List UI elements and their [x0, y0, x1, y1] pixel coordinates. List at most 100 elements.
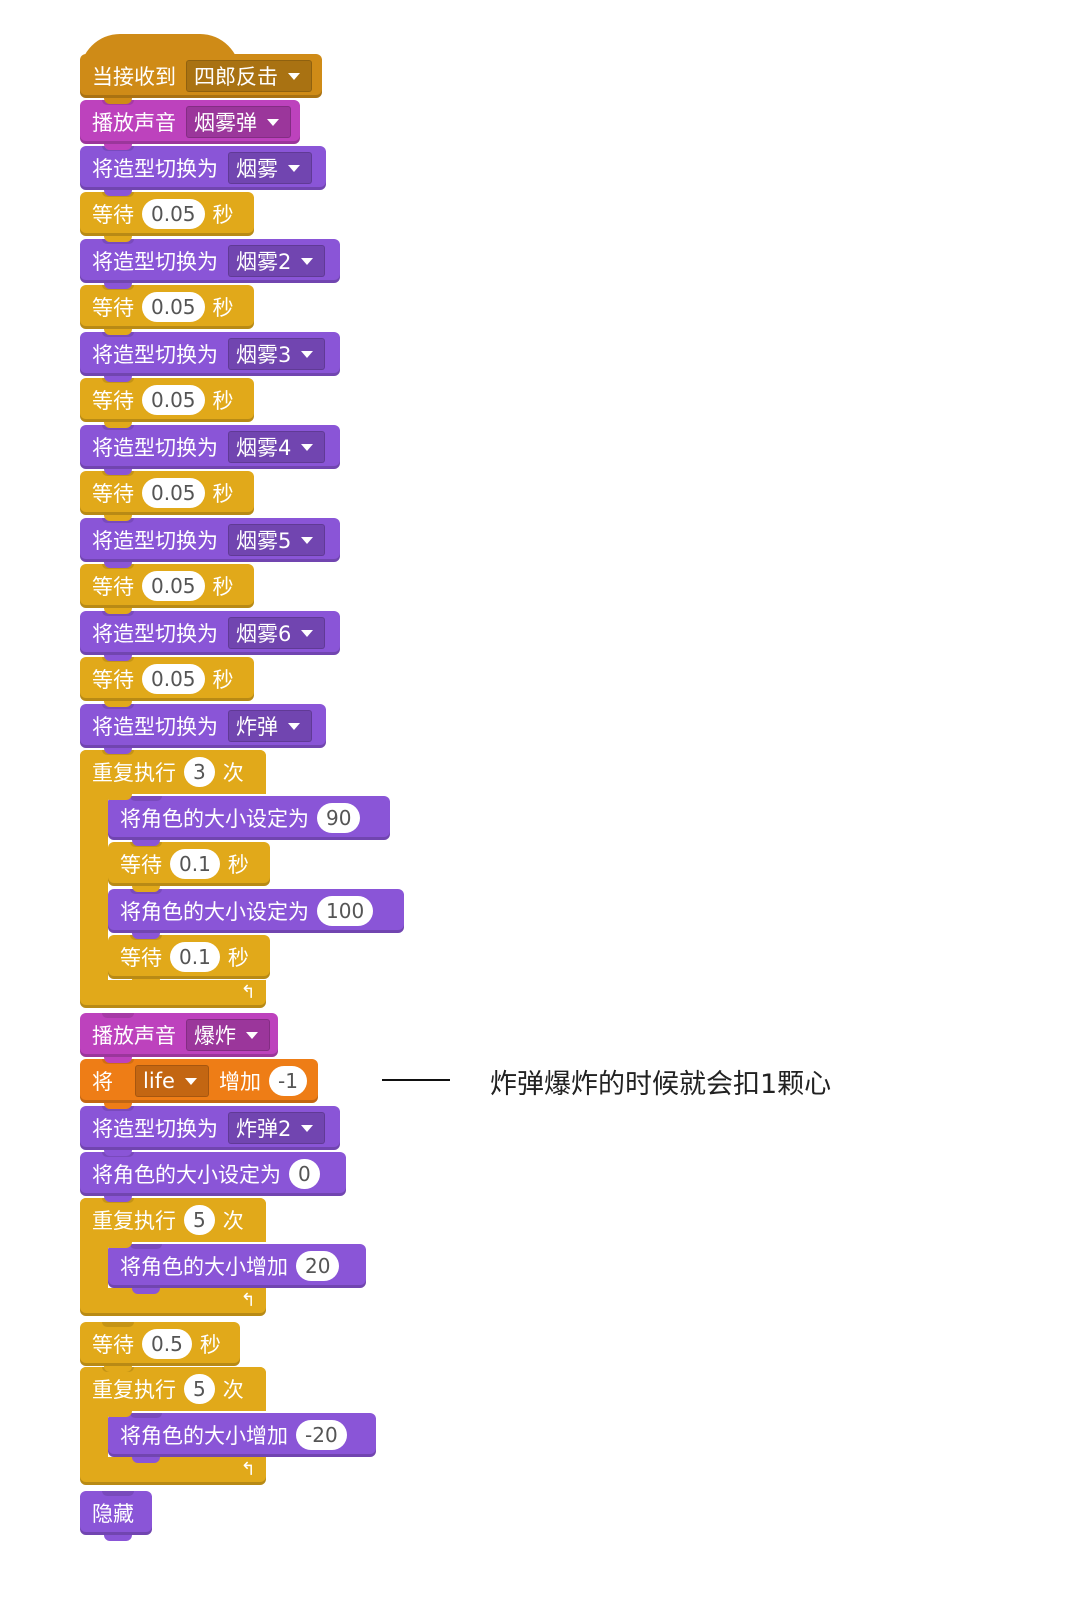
- wait-block[interactable]: 等待 0.05 秒: [80, 657, 254, 707]
- size-input[interactable]: 100: [317, 896, 374, 926]
- wait-seconds-input[interactable]: 0.05: [142, 478, 205, 508]
- repeat-header[interactable]: 重复执行 3 次: [80, 750, 266, 800]
- repeat-header[interactable]: 重复执行 5 次: [80, 1367, 266, 1417]
- wait-block[interactable]: 等待 0.05 秒: [80, 285, 254, 335]
- switch-costume-block[interactable]: 将造型切换为 烟雾5: [80, 518, 340, 568]
- set-size-block[interactable]: 将角色的大小设定为 0: [80, 1152, 346, 1202]
- message-dropdown[interactable]: 四郎反击: [186, 60, 312, 92]
- wait-seconds-input[interactable]: 0.5: [142, 1329, 192, 1359]
- dropdown-arrow-icon: [184, 1077, 197, 1085]
- switch-costume-label: 将造型切换为: [92, 157, 218, 181]
- dropdown-arrow-icon: [288, 722, 300, 730]
- costume-dropdown[interactable]: 烟雾4: [228, 431, 326, 463]
- change-prefix-label: 将: [92, 1070, 113, 1094]
- wait-seconds-input[interactable]: 0.05: [142, 664, 205, 694]
- switch-costume-label: 将造型切换为: [92, 343, 218, 367]
- wait-block[interactable]: 等待 0.05 秒: [80, 378, 254, 428]
- change-size-block[interactable]: 将角色的大小增加 -20: [108, 1413, 376, 1463]
- switch-costume-block[interactable]: 将造型切换为 烟雾6: [80, 611, 340, 661]
- switch-costume-block[interactable]: 将造型切换为 烟雾4: [80, 425, 340, 475]
- costume-dropdown[interactable]: 烟雾3: [228, 338, 326, 370]
- play-sound-block[interactable]: 播放声音 烟雾弹: [80, 100, 300, 150]
- size-change-input[interactable]: 20: [296, 1251, 340, 1281]
- play-sound-block[interactable]: 播放声音 爆炸: [80, 1013, 278, 1063]
- switch-costume-label: 将造型切换为: [92, 1117, 218, 1141]
- set-size-block[interactable]: 将角色的大小设定为 100: [108, 889, 404, 939]
- costume-value: 烟雾2: [236, 250, 292, 274]
- message-value: 四郎反击: [194, 65, 278, 89]
- dropdown-arrow-icon: [246, 1031, 258, 1039]
- dropdown-arrow-icon: [267, 118, 279, 126]
- times-label: 次: [222, 1209, 244, 1233]
- times-label: 次: [222, 761, 244, 785]
- change-size-label: 将角色的大小增加: [120, 1424, 288, 1448]
- costume-dropdown[interactable]: 烟雾2: [228, 245, 326, 277]
- size-input[interactable]: 90: [317, 803, 361, 833]
- costume-dropdown[interactable]: 烟雾5: [228, 524, 326, 556]
- switch-costume-block[interactable]: 将造型切换为 烟雾: [80, 146, 326, 196]
- variable-dropdown[interactable]: life: [135, 1065, 209, 1097]
- change-size-block[interactable]: 将角色的大小增加 20: [108, 1244, 366, 1294]
- change-value-input[interactable]: -1: [268, 1066, 307, 1096]
- costume-dropdown[interactable]: 炸弹: [228, 710, 312, 742]
- sound-dropdown[interactable]: 爆炸: [186, 1019, 270, 1051]
- switch-costume-block[interactable]: 将造型切换为 烟雾3: [80, 332, 340, 382]
- wait-seconds-input[interactable]: 0.05: [142, 199, 205, 229]
- switch-costume-block[interactable]: 将造型切换为 炸弹: [80, 704, 326, 754]
- sound-value: 爆炸: [194, 1024, 236, 1048]
- when-receive-block[interactable]: 当接收到 四郎反击: [80, 54, 322, 104]
- hide-block[interactable]: 隐藏: [80, 1491, 152, 1541]
- wait-label: 等待: [92, 1333, 134, 1357]
- wait-seconds-input[interactable]: 0.1: [170, 942, 220, 972]
- wait-block[interactable]: 等待 0.05 秒: [80, 471, 254, 521]
- wait-label: 等待: [92, 296, 134, 320]
- wait-seconds-input[interactable]: 0.05: [142, 292, 205, 322]
- repeat-header[interactable]: 重复执行 5 次: [80, 1198, 266, 1248]
- repeat-label: 重复执行: [92, 761, 176, 785]
- loop-return-icon: ↰: [240, 1459, 256, 1480]
- dropdown-arrow-icon: [288, 72, 300, 80]
- repeat-times-input[interactable]: 5: [184, 1205, 215, 1235]
- wait-seconds-input[interactable]: 0.05: [142, 385, 205, 415]
- wait-block[interactable]: 等待 0.05 秒: [80, 192, 254, 242]
- variable-value: life: [143, 1069, 175, 1093]
- wait-seconds-input[interactable]: 0.05: [142, 571, 205, 601]
- repeat-times-input[interactable]: 3: [184, 757, 215, 787]
- seconds-label: 秒: [212, 203, 234, 227]
- wait-block[interactable]: 等待 0.05 秒: [80, 564, 254, 614]
- set-size-block[interactable]: 将角色的大小设定为 90: [108, 796, 390, 846]
- costume-dropdown[interactable]: 烟雾6: [228, 617, 326, 649]
- seconds-label: 秒: [212, 389, 234, 413]
- size-change-input[interactable]: -20: [296, 1420, 347, 1450]
- sound-dropdown[interactable]: 烟雾弹: [186, 106, 291, 138]
- wait-label: 等待: [92, 668, 134, 692]
- wait-block[interactable]: 等待 0.1 秒: [108, 842, 270, 892]
- size-input[interactable]: 0: [289, 1159, 320, 1189]
- dropdown-arrow-icon: [301, 257, 314, 265]
- repeat-times-input[interactable]: 5: [184, 1374, 215, 1404]
- switch-costume-block[interactable]: 将造型切换为 炸弹2: [80, 1106, 340, 1156]
- seconds-label: 秒: [227, 853, 249, 877]
- costume-value: 烟雾: [236, 157, 278, 181]
- wait-block[interactable]: 等待 0.1 秒: [108, 935, 270, 985]
- seconds-label: 秒: [212, 668, 234, 692]
- costume-value: 烟雾5: [236, 529, 292, 553]
- dropdown-arrow-icon: [301, 350, 314, 358]
- costume-value: 烟雾6: [236, 622, 292, 646]
- seconds-label: 秒: [212, 482, 234, 506]
- set-size-label: 将角色的大小设定为: [92, 1163, 281, 1187]
- sound-value: 烟雾弹: [194, 111, 257, 135]
- seconds-label: 秒: [212, 575, 234, 599]
- switch-costume-block[interactable]: 将造型切换为 烟雾2: [80, 239, 340, 289]
- wait-label: 等待: [120, 946, 162, 970]
- change-variable-block[interactable]: 将 life 增加 -1: [80, 1059, 318, 1109]
- dropdown-arrow-icon: [301, 1124, 314, 1132]
- change-size-label: 将角色的大小增加: [120, 1255, 288, 1279]
- switch-costume-label: 将造型切换为: [92, 715, 218, 739]
- wait-block[interactable]: 等待 0.5 秒: [80, 1322, 240, 1372]
- seconds-label: 秒: [227, 946, 249, 970]
- costume-dropdown[interactable]: 烟雾: [228, 152, 312, 184]
- dropdown-arrow-icon: [301, 443, 314, 451]
- costume-dropdown[interactable]: 炸弹2: [228, 1112, 326, 1144]
- wait-seconds-input[interactable]: 0.1: [170, 849, 220, 879]
